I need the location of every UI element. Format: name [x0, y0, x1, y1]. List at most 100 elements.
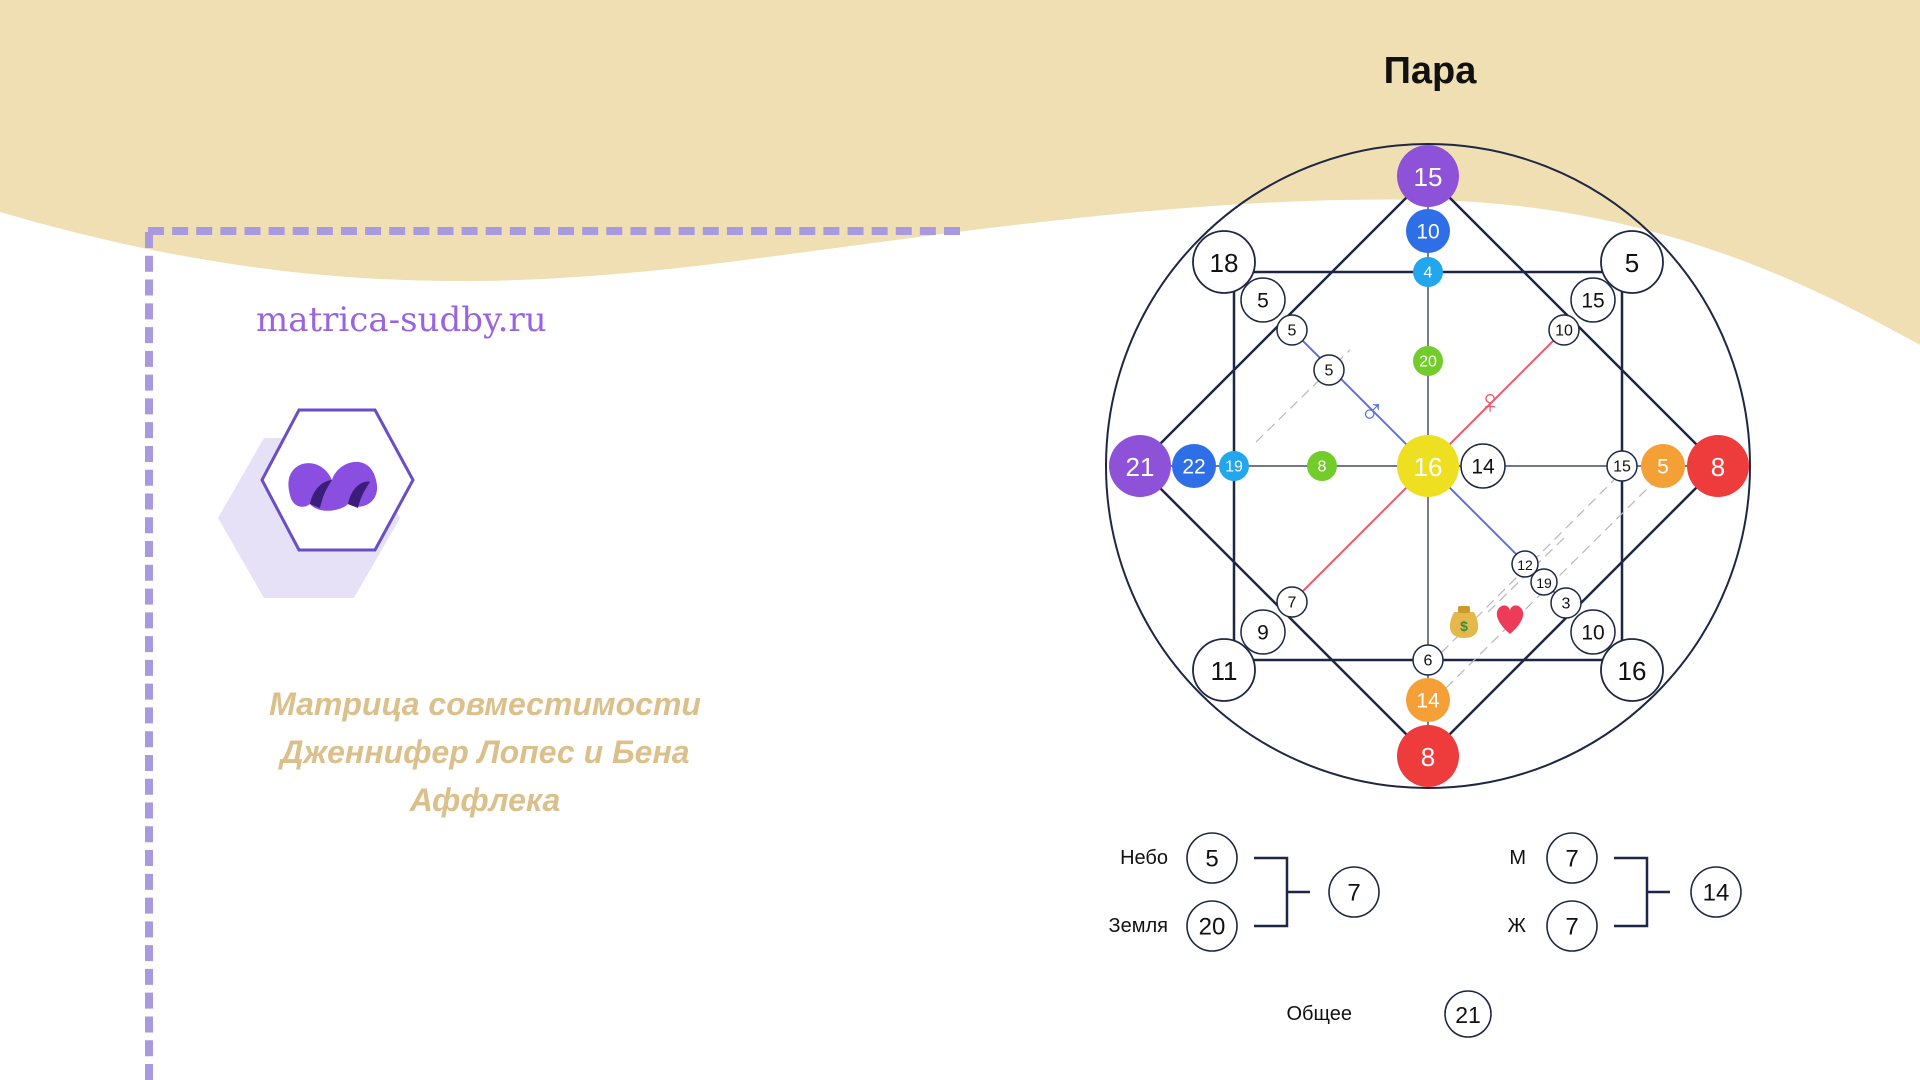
svg-text:11: 11 [1211, 656, 1238, 686]
svg-text:8: 8 [1318, 459, 1327, 476]
svg-text:21: 21 [1455, 1002, 1481, 1028]
svg-text:10: 10 [1416, 221, 1439, 244]
site-url[interactable]: matrica-sudby.ru [256, 300, 547, 340]
overall-label: Общее [1287, 1003, 1353, 1025]
female-line-lower [1291, 465, 1429, 603]
svg-text:5: 5 [1325, 363, 1334, 380]
node-right-3: 15 [1606, 450, 1638, 482]
female-line-upper [1427, 329, 1565, 467]
svg-text:3: 3 [1562, 596, 1571, 613]
subtitle-line-3: Аффлека [409, 782, 561, 818]
node-top: 15 [1397, 145, 1459, 207]
svg-text:21: 21 [1126, 452, 1155, 482]
svg-text:7: 7 [1288, 595, 1297, 612]
node-top-left-corner: 18 [1192, 230, 1256, 294]
matrix-summary: Небо 5 Земля 20 7 М 7 Ж 7 14 Общее 21 [1109, 832, 1742, 1038]
svg-text:22: 22 [1182, 456, 1205, 479]
money-bag-icon: $ [1449, 606, 1479, 638]
svg-text:19: 19 [1225, 459, 1243, 476]
node-top-2: 10 [1406, 209, 1450, 253]
sky-earth-bracket [1254, 856, 1310, 928]
svg-text:20: 20 [1419, 354, 1437, 371]
svg-text:20: 20 [1199, 914, 1226, 941]
svg-text:8: 8 [1421, 742, 1435, 772]
node-top-3: 4 [1413, 257, 1443, 287]
m-f-total: 14 [1690, 866, 1742, 918]
site-logo [218, 408, 415, 598]
node-bottom-left-2: 9 [1240, 609, 1286, 655]
svg-text:8: 8 [1711, 452, 1725, 482]
node-center-left: 8 [1307, 451, 1337, 481]
node-top-right-2: 15 [1570, 277, 1616, 323]
node-left: 21 [1109, 435, 1171, 497]
node-bottom-left-3: 7 [1276, 586, 1308, 618]
node-center: 16 [1397, 435, 1459, 497]
compatibility-matrix: ♂ ♀ $ 15 10 4 21 22 19 8 5 15 8 14 6 16 … [1105, 143, 1751, 789]
subtitle-line-1: Матрица совместимости [269, 686, 701, 722]
node-top-left-2: 5 [1240, 277, 1286, 323]
svg-text:16: 16 [1414, 452, 1443, 482]
svg-text:5: 5 [1205, 846, 1218, 873]
dashed-frame-top [148, 227, 960, 235]
node-bottom-left-corner: 11 [1192, 638, 1256, 702]
sky-value: 5 [1186, 832, 1238, 884]
earth-value: 20 [1186, 900, 1238, 952]
earth-label: Земля [1109, 915, 1168, 937]
f-value: 7 [1546, 900, 1598, 952]
svg-text:6: 6 [1424, 653, 1433, 670]
node-bottom-right-2: 10 [1570, 609, 1616, 655]
overall-value: 21 [1444, 990, 1492, 1038]
node-center-up: 20 [1413, 346, 1443, 376]
node-left-3: 19 [1219, 451, 1249, 481]
node-center-right: 14 [1460, 443, 1506, 489]
node-top-right-corner: 5 [1600, 230, 1664, 294]
node-diagonal-12: 12 [1511, 550, 1539, 578]
svg-text:5: 5 [1288, 323, 1297, 340]
dashed-guide [1255, 349, 1351, 443]
node-top-left-3: 5 [1276, 314, 1308, 346]
svg-text:9: 9 [1257, 622, 1269, 645]
node-bottom-right-corner: 16 [1600, 638, 1664, 702]
svg-text:12: 12 [1517, 557, 1533, 573]
svg-text:10: 10 [1555, 323, 1573, 340]
matrix-subtitle: Матрица совместимости Дженнифер Лопес и … [200, 680, 770, 824]
dashed-frame-left [145, 232, 153, 1080]
node-male-line: 5 [1313, 354, 1345, 386]
subtitle-line-2: Дженнифер Лопес и Бена [280, 734, 690, 770]
svg-text:4: 4 [1424, 265, 1433, 282]
heart-icon [1496, 605, 1524, 634]
node-top-right-3: 10 [1548, 314, 1580, 346]
f-label: Ж [1508, 915, 1527, 937]
svg-text:7: 7 [1565, 846, 1578, 873]
svg-text:$: $ [1460, 618, 1468, 634]
sky-label: Небо [1120, 847, 1168, 869]
svg-text:15: 15 [1414, 162, 1443, 192]
svg-text:5: 5 [1625, 248, 1639, 278]
node-right-2: 5 [1641, 444, 1685, 488]
svg-text:14: 14 [1471, 456, 1495, 479]
svg-text:7: 7 [1565, 914, 1578, 941]
svg-text:16: 16 [1618, 656, 1647, 686]
male-symbol-icon: ♂ [1359, 393, 1385, 431]
svg-text:7: 7 [1347, 880, 1360, 907]
svg-text:19: 19 [1536, 575, 1552, 591]
node-bottom-right-3: 3 [1550, 587, 1582, 619]
m-f-bracket [1614, 856, 1670, 928]
svg-text:15: 15 [1613, 459, 1631, 476]
node-bottom: 8 [1397, 725, 1459, 787]
svg-text:14: 14 [1416, 690, 1440, 713]
node-bottom-3: 6 [1412, 644, 1444, 676]
sky-earth-total: 7 [1328, 866, 1380, 918]
m-label: М [1509, 847, 1526, 869]
node-diagonal-19: 19 [1530, 568, 1558, 596]
svg-text:14: 14 [1703, 880, 1730, 907]
male-line-upper [1291, 329, 1429, 467]
svg-text:15: 15 [1581, 290, 1604, 313]
node-bottom-2: 14 [1406, 678, 1450, 722]
matrix-outer-circle [1105, 143, 1751, 789]
m-value: 7 [1546, 832, 1598, 884]
matrix-title: Пара [1383, 50, 1477, 92]
dashed-guide [1429, 465, 1629, 665]
female-symbol-icon: ♀ [1477, 383, 1503, 421]
